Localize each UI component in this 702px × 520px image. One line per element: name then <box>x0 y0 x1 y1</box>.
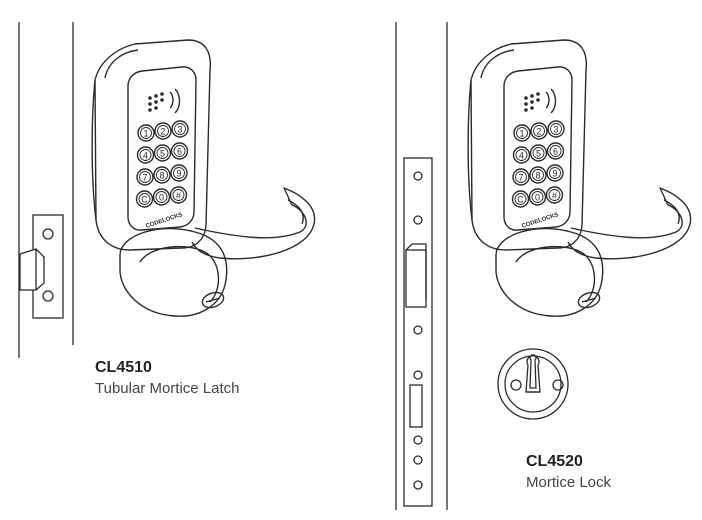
keypad-key-9: 9 <box>170 164 188 182</box>
lever-handle <box>191 187 316 260</box>
keypad-face <box>503 66 573 231</box>
key-cylinder <box>577 291 601 309</box>
product-description: Mortice Lock <box>526 474 612 492</box>
svg-text:2: 2 <box>160 127 165 137</box>
svg-text:9: 9 <box>176 169 181 179</box>
keypad-key-6: 6 <box>546 142 565 160</box>
svg-text:5: 5 <box>536 149 541 159</box>
svg-text:7: 7 <box>142 173 147 183</box>
keypad-key-C: C <box>135 190 154 208</box>
svg-text:3: 3 <box>553 125 558 135</box>
svg-text:1: 1 <box>143 129 148 139</box>
keypad-key-6: 6 <box>170 142 189 160</box>
svg-text:0: 0 <box>159 193 164 203</box>
caption-cl4510: CL4510 Tubular Mortice Latch <box>95 358 240 398</box>
svg-text:#: # <box>176 191 181 201</box>
svg-text:C: C <box>141 195 148 205</box>
keypad-key-1: 1 <box>513 124 531 142</box>
keypad-key-C: C <box>511 190 530 208</box>
keypad-face <box>127 66 197 231</box>
caption-cl4520: CL4520 Mortice Lock <box>526 452 611 492</box>
svg-text:4: 4 <box>143 151 148 161</box>
tubular-latch-faceplate <box>18 22 74 358</box>
keypad-key-5: 5 <box>529 144 548 162</box>
keypad-key-4: 4 <box>136 146 155 164</box>
svg-text:3: 3 <box>177 125 182 135</box>
mortice-lock-faceplate <box>395 22 448 510</box>
svg-text:8: 8 <box>159 171 164 181</box>
product-code: CL4520 <box>526 453 583 470</box>
svg-text:4: 4 <box>519 151 524 161</box>
lever-handle <box>567 187 692 260</box>
product-description: Tubular Mortice Latch <box>95 380 240 398</box>
svg-text:8: 8 <box>535 171 540 181</box>
rose-collar <box>119 227 228 317</box>
keypad-key-4: 4 <box>512 146 531 164</box>
keypad-key-0: 0 <box>528 188 547 206</box>
keypad-key-7: 7 <box>136 168 154 186</box>
svg-text:6: 6 <box>177 147 182 157</box>
keypad-housing <box>94 39 212 251</box>
svg-text:7: 7 <box>518 173 523 183</box>
keypad-key-#: # <box>169 186 188 204</box>
keypad-key-2: 2 <box>154 122 172 140</box>
keypad-key-#: # <box>545 186 564 204</box>
svg-text:#: # <box>552 191 557 201</box>
keypad-housing <box>470 39 588 251</box>
keypad-key-7: 7 <box>512 168 530 186</box>
product-code: CL4510 <box>95 359 152 376</box>
keypad-key-8: 8 <box>153 166 171 184</box>
svg-text:9: 9 <box>552 169 557 179</box>
keypad-key-3: 3 <box>547 120 565 138</box>
svg-text:1: 1 <box>519 129 524 139</box>
keypad-key-5: 5 <box>153 144 172 162</box>
keypad-key-9: 9 <box>546 164 564 182</box>
key-cylinder <box>201 291 225 309</box>
svg-text:5: 5 <box>160 149 165 159</box>
svg-text:6: 6 <box>553 147 558 157</box>
svg-text:2: 2 <box>536 127 541 137</box>
keypad-key-0: 0 <box>152 188 171 206</box>
keypad-key-3: 3 <box>171 120 189 138</box>
keypad-key-1: 1 <box>137 124 155 142</box>
keypad-key-2: 2 <box>530 122 548 140</box>
keypad-key-8: 8 <box>529 166 547 184</box>
rose-collar <box>495 227 604 317</box>
cylinder-escutcheon <box>497 348 569 420</box>
svg-text:0: 0 <box>535 193 540 203</box>
svg-text:C: C <box>517 195 524 205</box>
